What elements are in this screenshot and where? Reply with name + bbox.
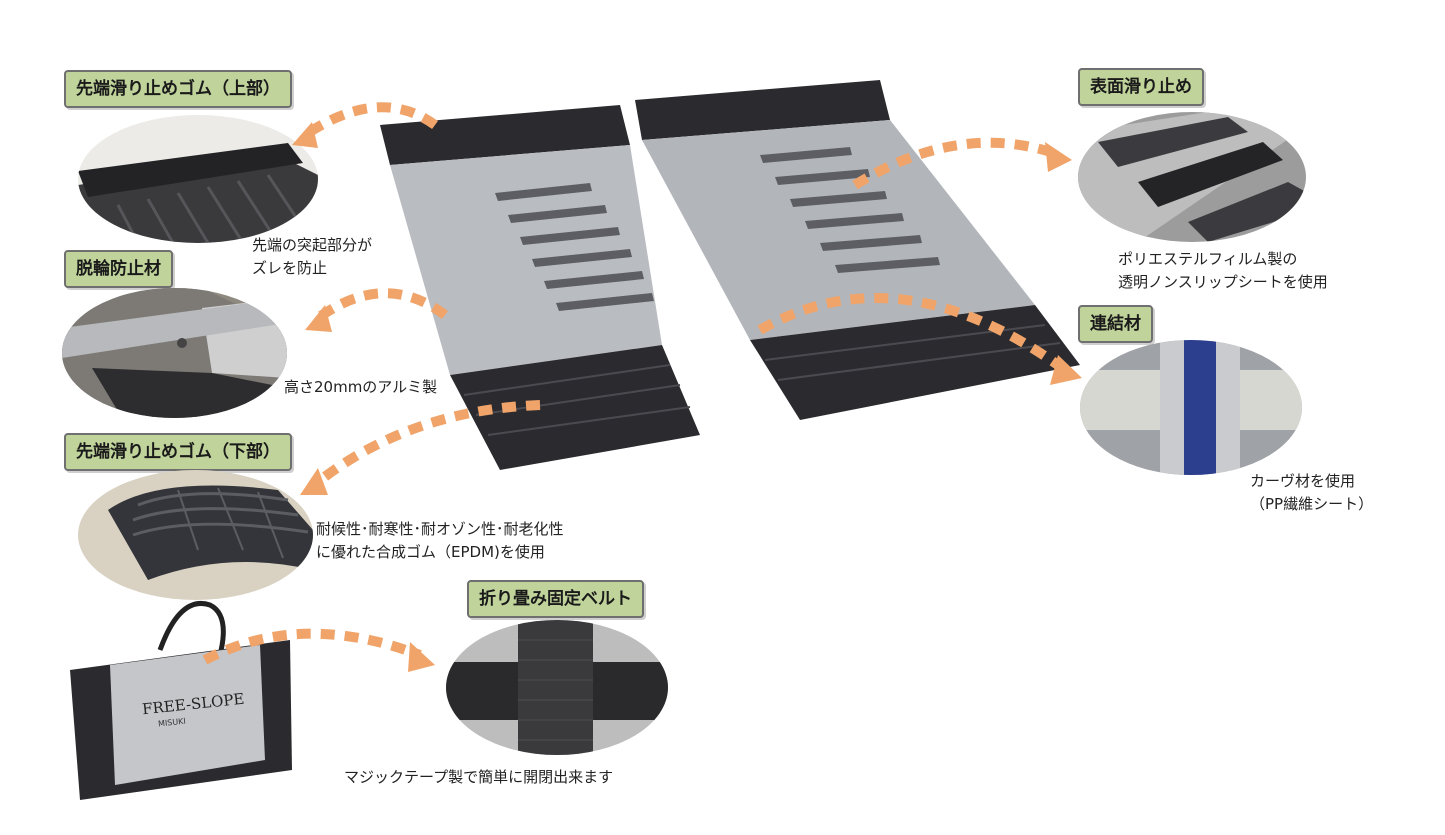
caption-line: 先端の突起部分が [252, 236, 373, 254]
caption-line: 透明ノンスリップシートを使用 [1118, 273, 1328, 291]
photo-belt [446, 620, 668, 755]
photo-surface [1078, 112, 1306, 242]
photo-bottom-rubber [78, 470, 313, 600]
caption-line: ポリエステルフィルム製の [1118, 250, 1298, 268]
photo-top-rubber [78, 115, 318, 243]
label-surface: 表面滑り止め [1078, 68, 1204, 106]
caption-top-rubber: 先端の突起部分が ズレを防止 [252, 234, 372, 280]
caption-surface: ポリエステルフィルム製の 透明ノンスリップシートを使用 [1118, 248, 1328, 294]
caption-belt: マジックテープ製で簡単に開閉出来ます [344, 766, 613, 789]
caption-bottom-rubber: 耐候性･耐寒性･耐オゾン性･耐老化性 に優れた合成ゴム（EPDM)を使用 [316, 518, 564, 564]
photo-wheel-stop [62, 288, 287, 418]
caption-line: 耐候性･耐寒性･耐オゾン性･耐老化性 [316, 520, 564, 538]
label-bottom-rubber: 先端滑り止めゴム（下部） [64, 433, 292, 471]
label-connector: 連結材 [1078, 305, 1153, 343]
caption-wheel-stop: 高さ20mmのアルミ製 [284, 376, 437, 399]
caption-connector: カーヴ材を使用 （PP繊維シート） [1250, 470, 1373, 516]
caption-line: ズレを防止 [252, 259, 328, 277]
folded-slope-bag: FREE-SLOPE MISUKI [60, 600, 300, 800]
arrow-head-belt [408, 642, 435, 672]
label-belt: 折り畳み固定ベルト [467, 580, 644, 618]
arrow-head-wheel-stop [305, 305, 332, 332]
caption-line: カーヴ材を使用 [1250, 472, 1356, 490]
caption-line: に優れた合成ゴム（EPDM)を使用 [316, 543, 545, 561]
slope-illustration [380, 75, 1080, 475]
label-wheel-stop: 脱輪防止材 [64, 250, 173, 288]
caption-line: マジックテープ製で簡単に開閉出来ます [344, 768, 614, 786]
arrow-head-bottom-rubber [300, 468, 328, 495]
caption-line: 高さ20mmのアルミ製 [284, 378, 438, 396]
label-top-rubber: 先端滑り止めゴム（上部） [64, 70, 292, 108]
caption-line: （PP繊維シート） [1250, 495, 1374, 513]
photo-connector [1080, 340, 1302, 475]
